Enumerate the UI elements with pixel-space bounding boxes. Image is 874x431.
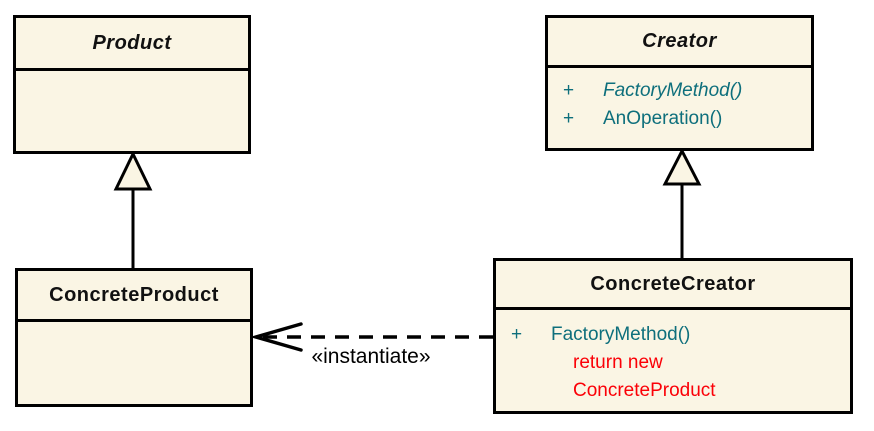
class-name-concrete-creator: ConcreteCreator — [496, 261, 850, 310]
code-note-line: ConcreteProduct — [573, 380, 716, 401]
method-name: AnOperation() — [603, 108, 723, 129]
class-body-creator: + FactoryMethod() + AnOperation() — [548, 68, 811, 133]
class-name-creator: Creator — [548, 18, 811, 68]
method-name: FactoryMethod() — [551, 324, 691, 345]
class-name-product: Product — [16, 18, 248, 71]
method-name: FactoryMethod() — [603, 80, 743, 101]
class-box-concrete-creator: ConcreteCreator + FactoryMethod() return… — [493, 258, 853, 414]
visibility-marker: + — [563, 108, 575, 129]
code-note-line: return new — [573, 352, 663, 373]
generalization-arrow-creator — [662, 147, 702, 259]
generalization-arrow-product — [113, 150, 153, 268]
instantiate-label: «instantiate» — [311, 345, 431, 368]
class-box-product: Product — [13, 15, 251, 154]
method-factorymethod-concrete: + FactoryMethod() — [496, 321, 850, 349]
visibility-marker: + — [511, 324, 523, 345]
class-box-concrete-product: ConcreteProduct — [15, 268, 253, 407]
class-box-creator: Creator + FactoryMethod() + AnOperation(… — [545, 15, 814, 151]
method-factorymethod-abstract: + FactoryMethod() — [548, 77, 811, 105]
visibility-marker: + — [563, 80, 575, 101]
class-body-concrete-creator: + FactoryMethod() return new ConcretePro… — [496, 310, 850, 405]
class-name-concrete-product: ConcreteProduct — [18, 271, 250, 322]
method-anoperation: + AnOperation() — [548, 105, 811, 133]
